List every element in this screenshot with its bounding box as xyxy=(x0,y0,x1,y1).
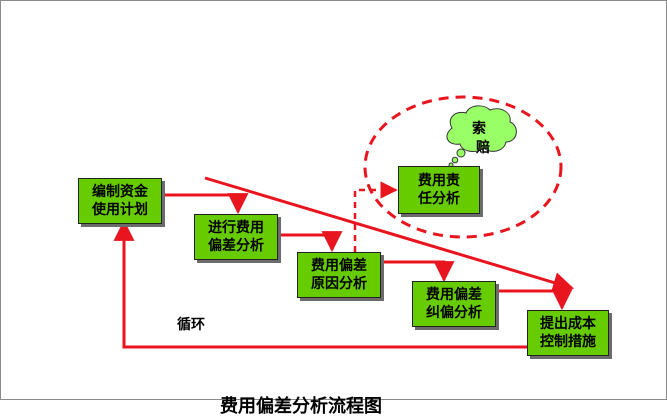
box-plan: 编制资金 使用计划 xyxy=(78,178,162,224)
arrow-plan-variance xyxy=(162,193,249,215)
box-measures-line1: 提出成本 xyxy=(540,316,596,332)
cloud-text-line2: 赔 xyxy=(476,140,490,156)
box-responsibility-line2: 任分析 xyxy=(418,191,460,207)
loop-label: 循环 xyxy=(177,317,205,333)
box-variance: 进行费用 偏差分析 xyxy=(194,214,278,260)
box-cause-line1: 费用偏差 xyxy=(311,258,367,274)
arrow-cause-responsibility xyxy=(353,181,398,252)
box-cause-line2: 原因分析 xyxy=(311,276,367,292)
flow-arrows xyxy=(113,95,575,349)
arrow-correction-measures xyxy=(496,289,573,311)
box-variance-line2: 偏差分析 xyxy=(208,238,264,254)
box-measures-line2: 控制措施 xyxy=(540,334,596,350)
box-responsibility-line1: 费用责 xyxy=(418,173,460,189)
box-plan-line2: 使用计划 xyxy=(92,202,148,218)
box-correction-line1: 费用偏差 xyxy=(426,287,482,303)
arrow-diagonal xyxy=(204,176,575,293)
box-cause: 费用偏差 原因分析 xyxy=(297,252,381,298)
box-variance-line1: 进行费用 xyxy=(208,220,264,236)
arrow-cause-correction xyxy=(381,260,455,283)
arrow-variance-cause xyxy=(278,231,343,253)
cloud-shape xyxy=(446,105,517,168)
box-measures: 提出成本 控制措施 xyxy=(527,310,609,356)
box-correction: 费用偏差 纠偏分析 xyxy=(412,281,496,327)
box-plan-line1: 编制资金 xyxy=(92,184,148,200)
bottom-title: 费用偏差分析流程图 xyxy=(220,396,382,417)
cloud-text-line1: 索 xyxy=(472,121,486,137)
dashed-ellipse xyxy=(363,95,563,239)
box-correction-line2: 纠偏分析 xyxy=(426,305,482,321)
box-responsibility: 费用责 任分析 xyxy=(398,166,480,214)
arrow-loop-back xyxy=(113,219,527,349)
